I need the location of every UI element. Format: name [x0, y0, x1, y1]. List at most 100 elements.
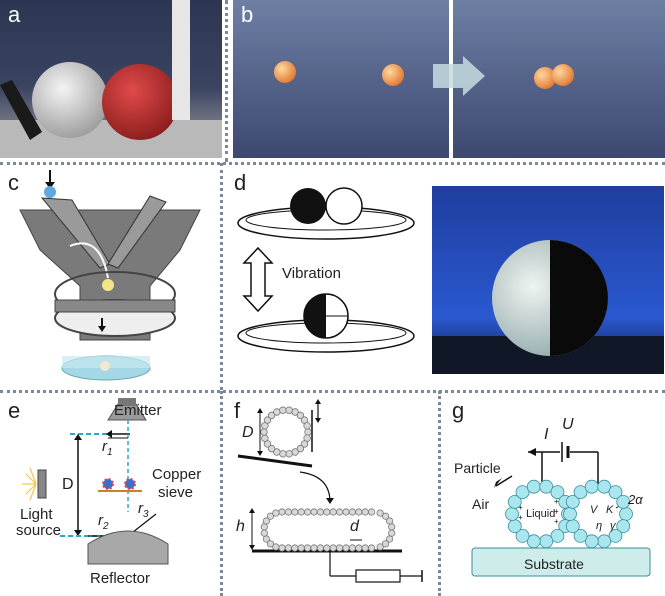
r1-symbol: r: [102, 438, 107, 455]
panel-f-label: f: [234, 398, 241, 423]
conductivity-K-label: K: [606, 504, 614, 516]
panel-b-label: b: [241, 2, 254, 27]
flat-ring-bead: [381, 540, 390, 548]
particle-bead: [616, 494, 631, 509]
particle-bead: [526, 534, 541, 549]
bead-d-label: d: [350, 518, 359, 535]
panel-a: a: [0, 0, 222, 158]
ring-bead: [303, 422, 311, 430]
ring-bead: [260, 428, 268, 436]
ring-bead: [261, 434, 269, 442]
flat-ring-bead: [361, 508, 369, 516]
flat-ring-bead: [342, 544, 350, 552]
flat-ring-bead: [381, 512, 390, 520]
panel-d-label: d: [234, 170, 247, 195]
flat-ring-bead: [376, 543, 384, 551]
flat-ring-bead: [284, 544, 293, 552]
ring-bead: [273, 448, 281, 456]
light-rays-icon: [22, 467, 37, 501]
particle-bead: [505, 507, 519, 521]
merged-marble-left: [534, 67, 556, 89]
r1-label: r1: [102, 438, 113, 458]
voltage-U-label: U: [562, 416, 574, 433]
flat-ring-bead: [262, 517, 271, 525]
flat-ring-bead: [361, 544, 369, 552]
particle-bead: [515, 528, 530, 543]
reflector-label: Reflector: [90, 570, 151, 587]
divider-row2: [0, 390, 665, 393]
ring-bead: [267, 411, 276, 420]
liquid-label: Liquid: [526, 508, 556, 520]
copper-label: Copper: [152, 466, 202, 483]
ring-bead: [285, 450, 293, 458]
substrate-block: [471, 547, 651, 577]
flat-ring-bead: [388, 523, 396, 531]
blue-droplet-icon: [44, 186, 56, 198]
needle: [172, 0, 190, 120]
flat-ring-bead: [342, 508, 350, 516]
flat-ring-bead: [348, 544, 357, 552]
distance-D-label: D: [62, 476, 74, 493]
source-label: source: [16, 522, 62, 539]
flat-ring-bead: [323, 508, 331, 516]
divider-row1: [0, 162, 665, 165]
ring-bead: [273, 408, 281, 416]
flat-ring-bead: [310, 508, 318, 516]
r3-symbol: r: [138, 500, 143, 517]
particle-bead: [616, 519, 631, 534]
flat-ring-bead: [310, 544, 318, 552]
flat-ring-bead: [388, 529, 396, 537]
flat-ring-bead: [323, 544, 331, 552]
panel-g-label: g: [452, 398, 465, 423]
svg-text:+: +: [554, 517, 559, 526]
ring-bead: [285, 406, 293, 414]
r2-symbol: r: [98, 512, 103, 529]
flat-ring-bead: [348, 508, 357, 516]
flat-ring-bead: [260, 529, 268, 537]
white-marble: [32, 62, 108, 138]
height-h-label: h: [236, 518, 245, 535]
reflector-icon: [87, 530, 169, 565]
emitter-label: Emitter: [114, 402, 162, 419]
flat-ring-bead: [260, 523, 268, 531]
orange-marble-1: [274, 61, 296, 83]
light-source-icon: [37, 469, 47, 499]
right-chute: [107, 195, 167, 269]
dish-top: [237, 206, 415, 240]
particle-bead: [608, 485, 623, 500]
particle-bead: [573, 485, 588, 500]
r2-label: r2: [98, 512, 109, 532]
flat-ring-bead: [368, 544, 376, 552]
light-label: Light: [20, 506, 53, 523]
particle-bead: [515, 485, 530, 500]
panel-d-photo: [432, 186, 664, 374]
flat-ring-bead: [368, 508, 376, 516]
panel-e: e Emitter r1 Copper sieve D Light source…: [0, 396, 218, 596]
svg-text:+: +: [554, 497, 559, 506]
particle-bead: [565, 494, 580, 509]
flat-ring-bead: [284, 508, 293, 516]
r2-subscript: 2: [103, 521, 109, 532]
r3-subscript: 3: [143, 509, 149, 520]
flat-ring-bead: [336, 544, 344, 552]
particle-bead: [526, 479, 541, 494]
flat-ring-bead: [336, 508, 344, 516]
ring-bead: [279, 450, 287, 458]
flat-ring-bead: [316, 508, 325, 516]
flat-ring-bead: [316, 544, 325, 552]
panel-c-diagram: [19, 170, 201, 381]
particle-bead: [584, 479, 599, 494]
particle-bead: [550, 528, 565, 543]
particle-bead: [563, 507, 577, 521]
tweezer: [0, 80, 42, 140]
panel-a-label: a: [8, 2, 21, 27]
flat-ring-bead: [304, 544, 312, 552]
flat-ring-bead: [304, 508, 312, 516]
copper-sieve-particles: [102, 478, 136, 490]
arrow-right-icon: [433, 56, 485, 96]
svg-text:+: +: [518, 513, 523, 522]
ring-bead: [304, 428, 312, 436]
orange-marble-2: [382, 64, 404, 86]
diameter-D-label: D: [242, 424, 254, 441]
yellow-particle-icon: [102, 279, 114, 291]
